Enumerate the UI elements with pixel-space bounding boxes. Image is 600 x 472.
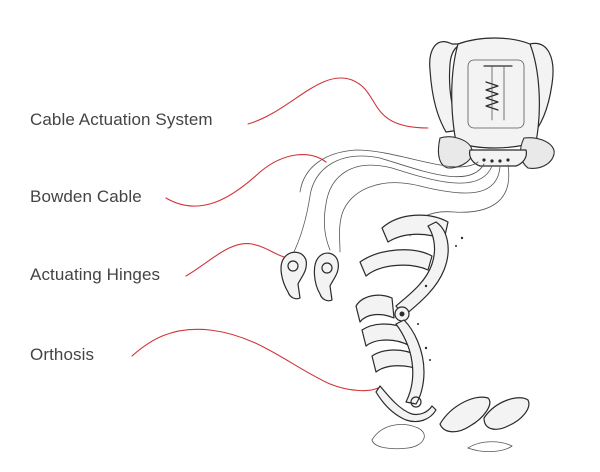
insole-right — [484, 398, 529, 430]
actuating-hinges — [281, 252, 338, 301]
label-bowden-cable: Bowden Cable — [30, 187, 142, 207]
insole-shadow — [468, 442, 512, 452]
knee-joint-center — [400, 312, 405, 317]
hinge-right — [314, 253, 338, 301]
label-orthosis: Orthosis — [30, 345, 94, 365]
foot-shadow — [372, 424, 424, 448]
hinge-left — [281, 252, 306, 299]
insole-left — [440, 397, 490, 432]
knee-cuff — [356, 295, 394, 322]
leader-cable-actuation-system — [248, 78, 428, 128]
bowden-cables — [292, 150, 509, 256]
foot-plate — [376, 386, 436, 422]
leader-bowden-cable — [166, 155, 326, 207]
backpack-actuator — [430, 38, 554, 168]
thigh-strap — [360, 250, 432, 276]
leader-actuating-hinges — [186, 244, 288, 276]
actuator-base — [470, 150, 527, 166]
bowden-cable-2 — [324, 165, 492, 250]
shoe-insoles — [440, 397, 529, 451]
label-cable-actuation-system: Cable Actuation System — [30, 110, 213, 130]
bowden-cable-3 — [340, 166, 501, 252]
leader-orthosis — [132, 329, 378, 390]
label-actuating-hinges: Actuating Hinges — [30, 265, 160, 285]
